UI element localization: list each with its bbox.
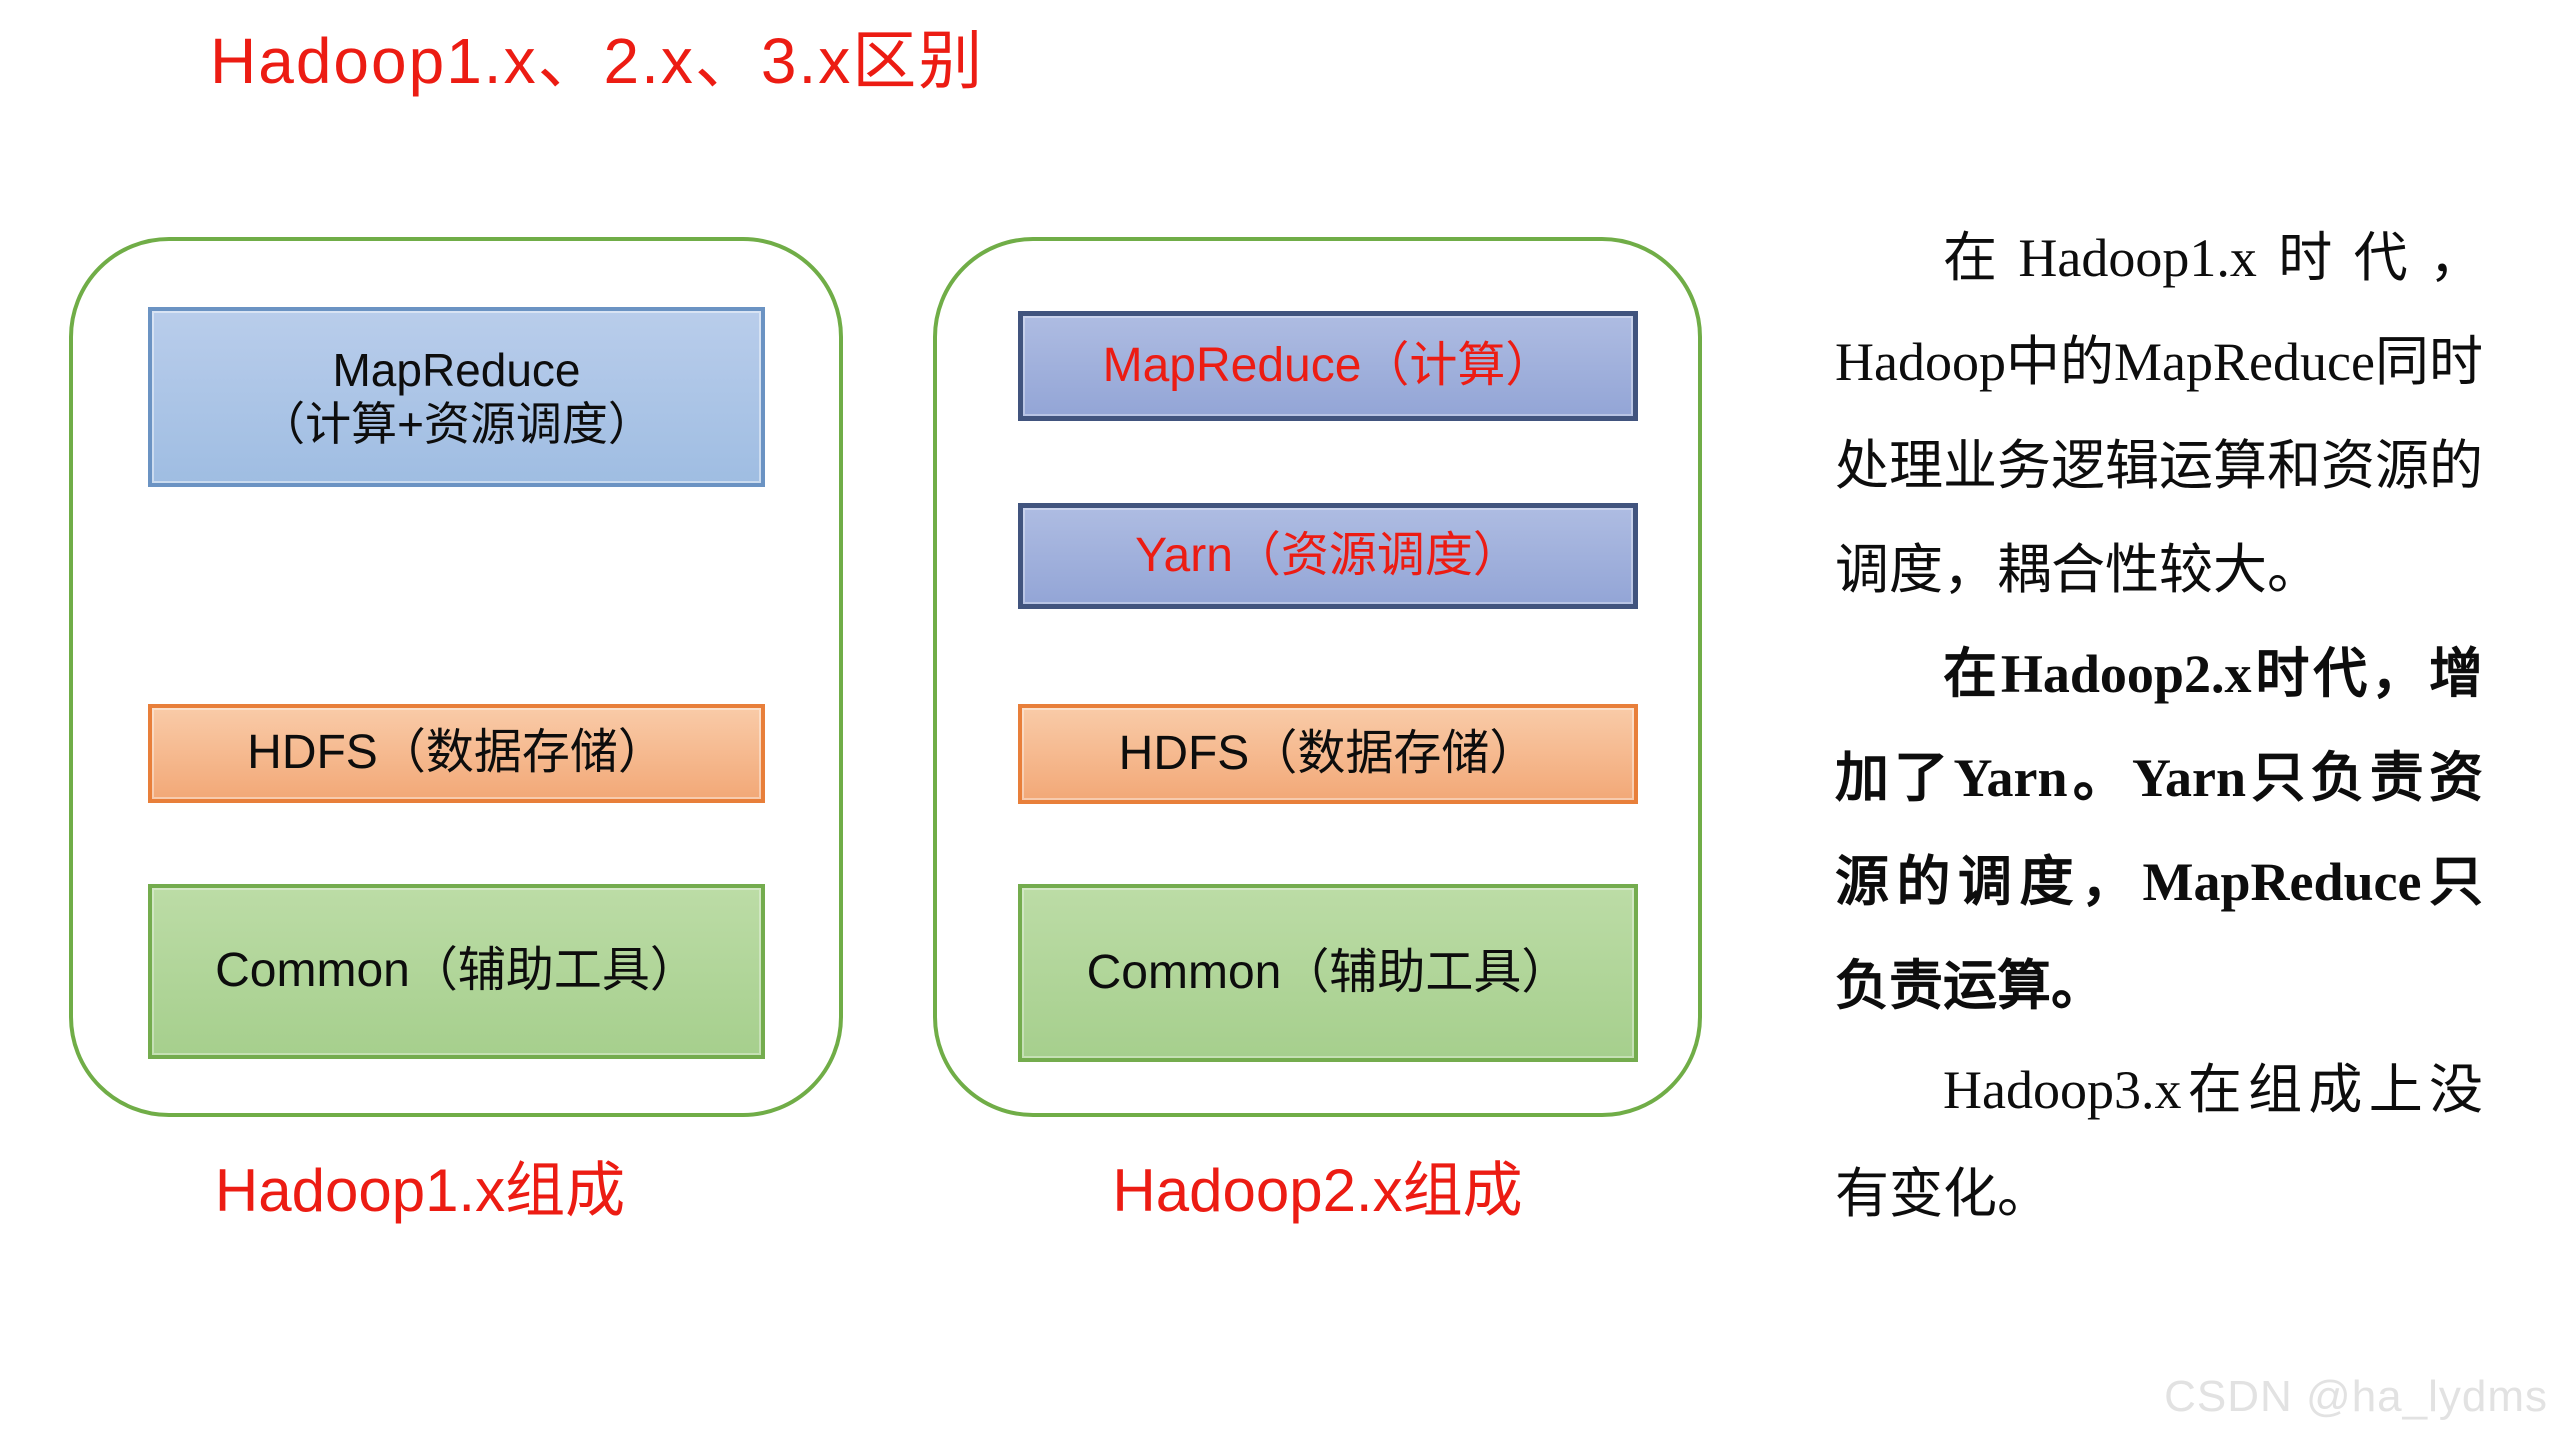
hadoop2x-common-label: Common（辅助工具）	[1086, 945, 1570, 999]
hadoop2x-container: MapReduce（计算） Yarn（资源调度） HDFS（数据存储） Comm…	[933, 237, 1702, 1117]
hadoop1x-common-label: Common（辅助工具）	[215, 944, 698, 998]
description-para-2: 在Hadoop2.x时代，增加了Yarn。Yarn只负责资源的调度，MapRed…	[1835, 644, 2483, 1016]
hadoop1x-common-box: Common（辅助工具）	[148, 884, 765, 1059]
hadoop2x-common-box: Common（辅助工具）	[1018, 884, 1638, 1062]
hadoop2x-hdfs-box: HDFS（数据存储）	[1018, 704, 1638, 804]
description-para-1: 在Hadoop1.x时代，Hadoop中的MapReduce同时处理业务逻辑运算…	[1835, 228, 2483, 600]
hadoop1x-container: MapReduce （计算+资源调度） HDFS（数据存储） Common（辅助…	[69, 237, 843, 1117]
hadoop1x-mapreduce-label: MapReduce	[332, 343, 581, 396]
hadoop1x-mapreduce-sublabel: （计算+资源调度）	[259, 398, 654, 450]
hadoop2x-yarn-label: Yarn（资源调度）	[1135, 528, 1521, 582]
page-title: Hadoop1.x、2.x、3.x区别	[210, 25, 985, 97]
description-para-3: Hadoop3.x在组成上没有变化。	[1835, 1060, 2483, 1224]
hadoop2x-hdfs-label: HDFS（数据存储）	[1118, 726, 1538, 780]
hadoop1x-hdfs-box: HDFS（数据存储）	[148, 704, 765, 803]
hadoop1x-hdfs-label: HDFS（数据存储）	[247, 726, 666, 780]
description-text: 在Hadoop1.x时代，Hadoop中的MapReduce同时处理业务逻辑运算…	[1835, 206, 2483, 1246]
hadoop2x-mapreduce-label: MapReduce（计算）	[1102, 338, 1554, 392]
caption-hadoop2x: Hadoop2.x组成	[1112, 1157, 1523, 1224]
watermark: CSDN @ha_lydms	[2164, 1372, 2548, 1421]
hadoop2x-mapreduce-box: MapReduce（计算）	[1018, 311, 1638, 421]
hadoop2x-yarn-box: Yarn（资源调度）	[1018, 503, 1638, 609]
hadoop1x-mapreduce-box: MapReduce （计算+资源调度）	[148, 307, 765, 487]
caption-hadoop1x: Hadoop1.x组成	[214, 1157, 626, 1224]
